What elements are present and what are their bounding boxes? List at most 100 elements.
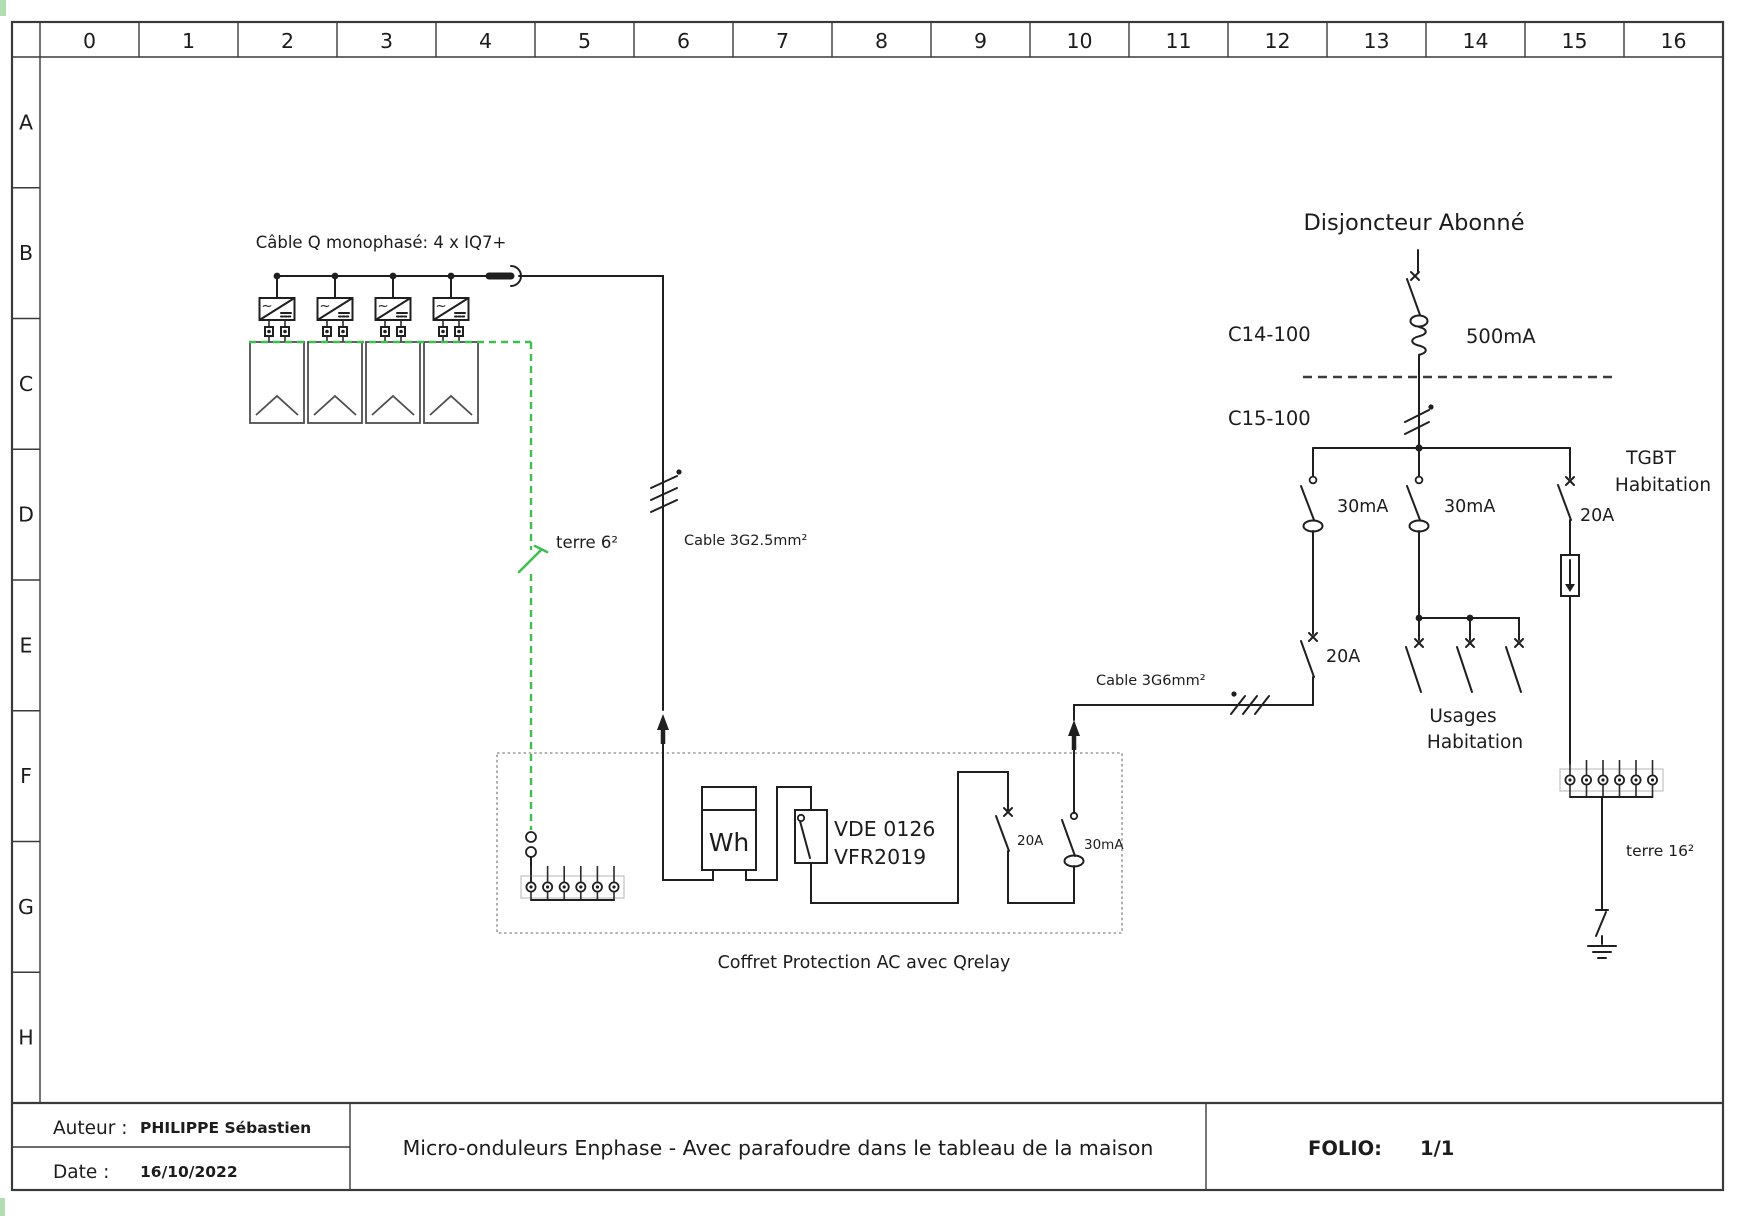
author-value: PHILIPPE Sébastien	[140, 1119, 311, 1137]
column-label: 0	[83, 29, 96, 53]
coffret-label: Coffret Protection AC avec Qrelay	[718, 953, 1011, 973]
ac-symbol: ~	[377, 298, 388, 314]
column-label: 10	[1066, 29, 1092, 53]
coffret-breaker-20a	[995, 807, 1013, 852]
column-label: 1	[182, 29, 195, 53]
trunk-connector-icon	[485, 265, 522, 287]
usages-breakers	[1405, 638, 1524, 693]
title-block: Auteur : PHILIPPE Sébastien Date : 16/10…	[12, 1101, 1723, 1190]
tgbt-earth-terminal: terre 16²	[1559, 760, 1694, 959]
pv-string-label: Câble Q monophasé: 4 x IQ7+	[256, 233, 507, 252]
coffret-to-tgbt-wire	[1073, 704, 1314, 721]
terre16-label: terre 16²	[1626, 842, 1694, 860]
breaker-to-rcd-wire	[1007, 850, 1075, 904]
micro-inverter: ~	[432, 275, 470, 342]
column-label: 15	[1561, 29, 1587, 53]
scan-artifact	[0, 0, 6, 16]
ac-symbol: ~	[319, 298, 330, 314]
coffret-protection-ac: Coffret Protection AC avec Qrelay Wh VDE…	[496, 704, 1314, 973]
micro-inverter: ~	[316, 275, 354, 342]
rcd-left-label: 30mA	[1337, 497, 1388, 517]
cable-3g25-label: Cable 3G2.5mm²	[684, 533, 807, 549]
column-label: 3	[380, 29, 393, 53]
column-label: 8	[875, 29, 888, 53]
disjoncteur-abonne: Disjoncteur Abonné C14-100 500mA C15-100	[1228, 210, 1617, 449]
pv-panel	[307, 341, 363, 424]
column-label: 12	[1264, 29, 1290, 53]
column-label: 9	[974, 29, 987, 53]
column-label: 5	[578, 29, 591, 53]
scan-artifact	[0, 1198, 5, 1216]
energy-meter: Wh	[701, 786, 757, 881]
earth-disconnect-icon	[1595, 909, 1609, 937]
flow-arrow-up-icon	[1068, 720, 1080, 750]
row-label: A	[19, 110, 33, 134]
author-label: Auteur :	[53, 1118, 127, 1139]
cable-3g25-mark	[650, 469, 682, 513]
date-label: Date :	[53, 1162, 109, 1183]
ac-symbol: ~	[261, 298, 272, 314]
relay-to-breaker-wire	[810, 771, 1009, 904]
cable-3g6-label: Cable 3G6mm²	[1096, 673, 1206, 689]
tgbt-distribution: 30mA 20A 30mA Usages	[1300, 444, 1711, 959]
row-label: E	[20, 633, 33, 657]
micro-inverter: ~	[258, 275, 296, 342]
coffret-earth-terminal	[520, 831, 625, 901]
ac-trunk-riser	[518, 275, 664, 711]
column-label: 7	[776, 29, 789, 53]
usages-line1: Usages	[1429, 706, 1496, 727]
surge-arrester-icon	[1560, 554, 1580, 597]
main-breaker-500ma	[1406, 271, 1429, 356]
micro-inverter: ~	[374, 275, 412, 342]
row-label: C	[19, 372, 33, 396]
breaker-right-label: 20A	[1580, 506, 1614, 526]
c15-label: C15-100	[1228, 407, 1311, 430]
pv-panel	[423, 341, 479, 424]
rcd-main-label: 500mA	[1466, 325, 1536, 348]
terre6-label: terre 6²	[556, 533, 618, 552]
cable-3g6-mark	[1230, 691, 1270, 715]
row-label: H	[18, 1026, 33, 1050]
coffret-breaker-label: 20A	[1017, 833, 1044, 849]
rcd-mid-label: 30mA	[1444, 497, 1495, 517]
earth-disconnect-icon	[517, 544, 549, 574]
relay-standard-line2: VFR2019	[834, 845, 926, 869]
usages-line2: Habitation	[1427, 732, 1523, 753]
branch-pv-feed: 30mA 20A	[1300, 447, 1388, 706]
c15-cable-mark	[1404, 404, 1434, 435]
flow-arrow-up-icon	[657, 714, 669, 744]
qrelay-switch	[794, 809, 828, 864]
coffret-rcd-label: 30mA	[1084, 837, 1124, 853]
c14-label: C14-100	[1228, 323, 1311, 346]
column-label: 13	[1363, 29, 1389, 53]
date-value: 16/10/2022	[140, 1163, 238, 1181]
tgbt-line2: Habitation	[1615, 475, 1711, 496]
column-label: 6	[677, 29, 690, 53]
row-ruler	[12, 187, 40, 973]
micro-inverters: ~ ~ ~ ~	[249, 275, 479, 424]
sheet-title: Micro-onduleurs Enphase - Avec parafoudr…	[403, 1136, 1154, 1160]
breaker-left-label: 20A	[1326, 647, 1360, 667]
ac-symbol: ~	[435, 298, 446, 314]
disjoncteur-label: Disjoncteur Abonné	[1303, 210, 1524, 236]
branch-usages: 30mA Usages Habitation	[1405, 447, 1524, 753]
pv-panel	[365, 341, 421, 424]
column-label: 2	[281, 29, 294, 53]
folio-value: 1/1	[1420, 1137, 1454, 1160]
pv-panel	[249, 341, 305, 424]
row-label: D	[18, 503, 34, 527]
coffret-feed-wire	[662, 743, 714, 881]
tgbt-line1: TGBT	[1625, 448, 1676, 469]
pv-string: Câble Q monophasé: 4 x IQ7+ ~ ~ ~ ~ terre 6…	[249, 233, 664, 830]
row-label: G	[18, 895, 34, 919]
coffret-rcd-30ma	[1061, 811, 1085, 868]
column-label: 16	[1660, 29, 1686, 53]
column-label: 14	[1462, 29, 1488, 53]
relay-standard-line1: VDE 0126	[834, 817, 935, 841]
column-label: 11	[1165, 29, 1191, 53]
row-label: B	[19, 241, 33, 265]
meter-to-relay-wire	[745, 786, 812, 881]
